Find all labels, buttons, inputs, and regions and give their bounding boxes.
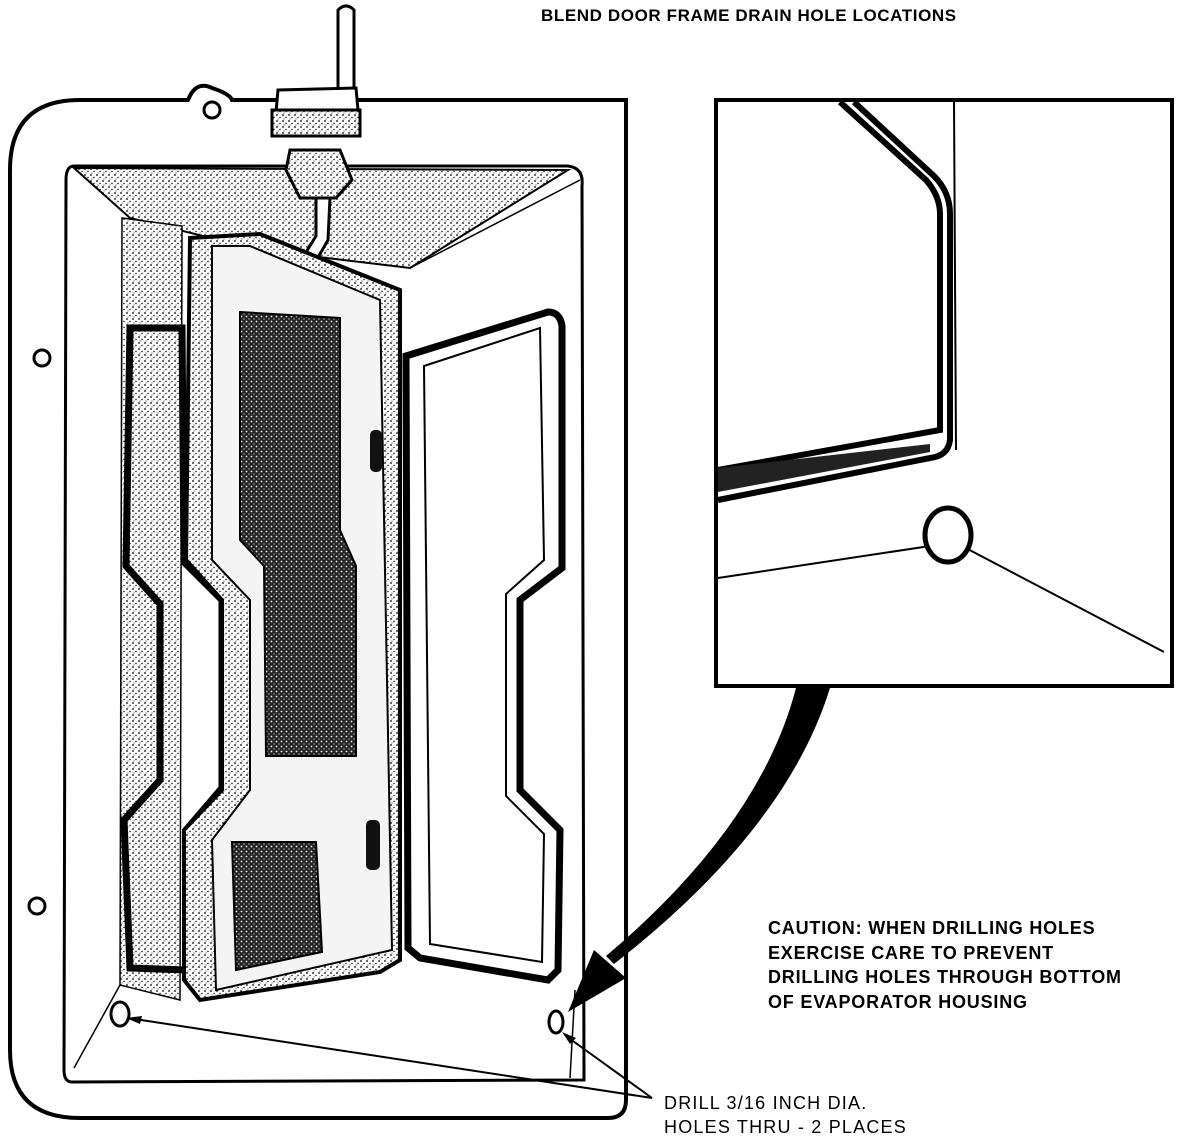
actuator-base (270, 108, 362, 138)
diagram-title: BLEND DOOR FRAME DRAIN HOLE LOCATIONS (541, 6, 957, 25)
flange-hole-left-lower (27, 896, 47, 916)
drill-note-line: HOLES THRU - 2 PLACES (664, 1117, 907, 1137)
drill-note: DRILL 3/16 INCH DIA. HOLES THRU - 2 PLAC… (664, 1091, 907, 1139)
foam-pad-lower (230, 841, 324, 972)
drill-note-line: DRILL 3/16 INCH DIA. (664, 1093, 868, 1113)
callout-arrowhead (568, 950, 626, 1012)
caution-line: EXERCISE CARE TO PREVENT (768, 942, 1054, 963)
leader-line-right (565, 1035, 653, 1099)
actuator-cap (274, 86, 360, 114)
door-slot-lower (366, 820, 380, 870)
right-frame-opening (422, 326, 546, 964)
actuator-crank (284, 148, 354, 200)
actuator-rod (336, 4, 356, 97)
inset-drain-hole (922, 505, 974, 565)
caution-line: CAUTION: WHEN DRILLING HOLES (768, 918, 1096, 938)
inset-frame-corner (717, 99, 953, 503)
inset-shaded-strip (718, 444, 930, 492)
leader-line-left (127, 1017, 653, 1099)
callout-arrow (606, 688, 830, 964)
caution-line: DRILLING HOLES THROUGH BOTTOM (768, 967, 1122, 987)
drain-hole-left (109, 1000, 131, 1028)
drain-hole-right (547, 1009, 565, 1035)
detail-inset-frame (714, 98, 1174, 688)
flange-hole-left-upper (32, 348, 52, 368)
caution-line: OF EVAPORATOR HOUSING (768, 991, 1028, 1012)
caution-note: CAUTION: WHEN DRILLING HOLES EXERCISE CA… (768, 916, 1122, 1014)
flange-hole-top (202, 100, 222, 120)
door-slot-upper (370, 430, 382, 472)
foam-pad-upper (239, 310, 357, 757)
